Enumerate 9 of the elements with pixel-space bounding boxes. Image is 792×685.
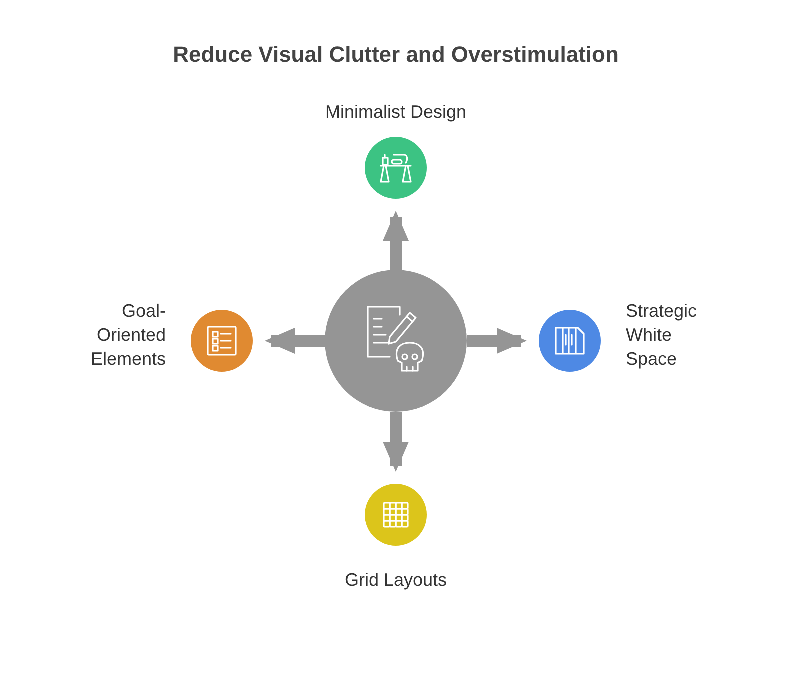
arrow bbox=[265, 328, 325, 354]
diagram-title: Reduce Visual Clutter and Overstimulation bbox=[172, 41, 620, 69]
node-label: Grid Layouts bbox=[344, 569, 448, 592]
node-label: Strategic White Space bbox=[626, 300, 698, 371]
arrow bbox=[383, 412, 409, 472]
arrow bbox=[383, 211, 409, 270]
node-label: Minimalist Design bbox=[324, 101, 468, 124]
arrow bbox=[467, 328, 527, 354]
node-label: Goal-Oriented Elements bbox=[90, 300, 166, 371]
